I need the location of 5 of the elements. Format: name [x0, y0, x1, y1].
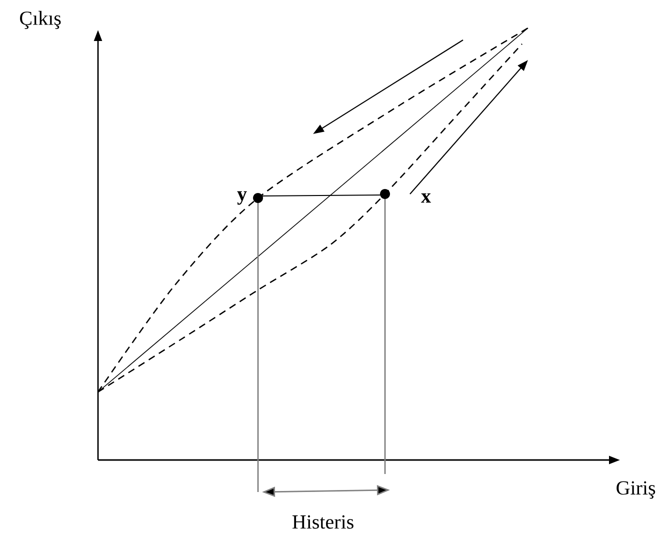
axis-label: Giriş — [616, 481, 656, 499]
axis-label: Çıkış — [20, 10, 61, 30]
point-label: y — [237, 191, 247, 205]
dimension-label: Histeris — [292, 515, 354, 529]
point-label: x — [421, 193, 431, 203]
